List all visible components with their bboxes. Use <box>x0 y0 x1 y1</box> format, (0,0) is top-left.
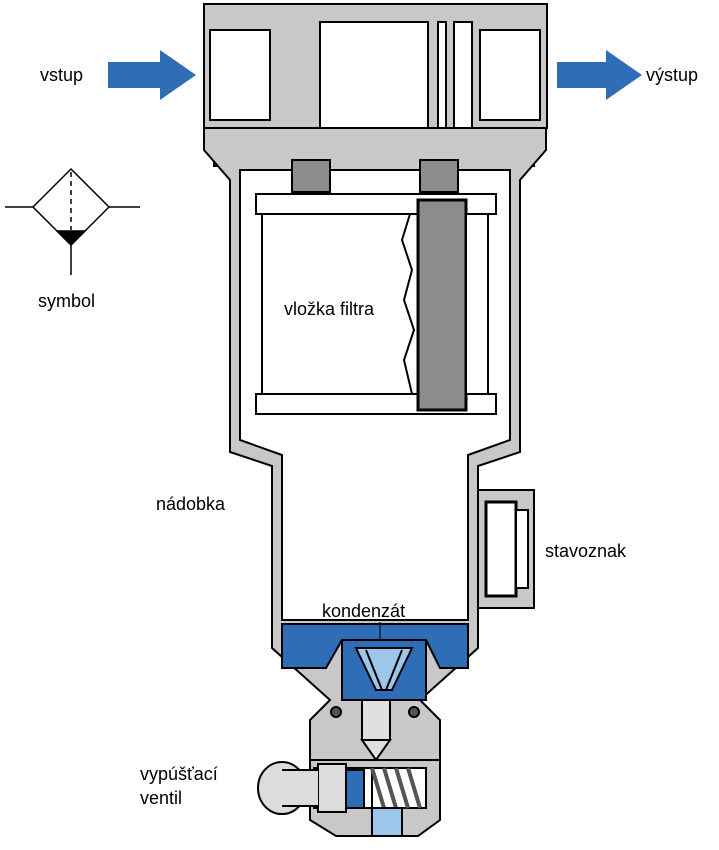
filter-symbol <box>5 167 140 275</box>
drain-valve <box>257 759 441 837</box>
filter-head <box>203 3 548 153</box>
level-gauge-label: stavoznak <box>545 541 627 561</box>
drain-valve-label-line2: ventil <box>140 788 183 808</box>
filter-element-label: vložka filtra <box>284 299 375 319</box>
condensate-label: kondenzát <box>322 601 406 621</box>
drain-valve-label-line1: vypúšťací <box>140 764 218 784</box>
inlet-label: vstup <box>40 65 84 85</box>
bowl-label: nádobka <box>156 494 226 514</box>
outlet-label: výstup <box>646 65 699 85</box>
filter-element <box>255 193 497 415</box>
filter-mount <box>291 159 459 193</box>
level-gauge <box>477 489 535 609</box>
symbol-label: symbol <box>38 291 96 311</box>
drain-float <box>330 647 420 762</box>
inlet-arrow <box>108 50 196 100</box>
outlet-arrow <box>557 50 642 100</box>
